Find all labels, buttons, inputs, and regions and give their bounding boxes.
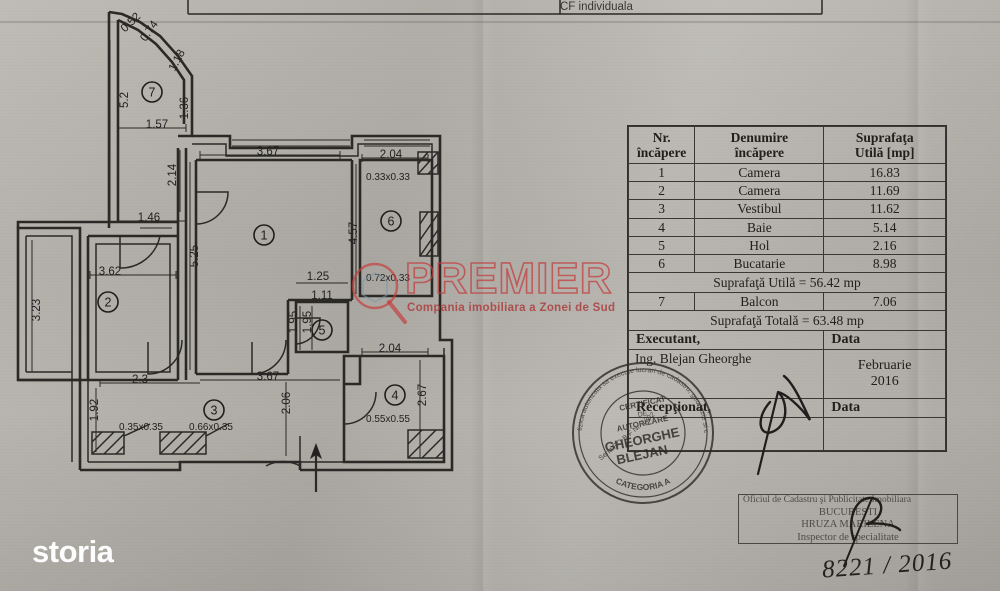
total-row: Suprafaţă Totală = 63.48 mp <box>628 310 946 332</box>
cell-area: 11.62 <box>823 199 946 219</box>
dimension-label: 0.72x0.33 <box>366 273 410 284</box>
data-blank <box>823 416 946 451</box>
office-signature <box>843 496 902 567</box>
dimension-label: 3.62 <box>99 266 121 278</box>
room-marker-circle <box>141 81 163 103</box>
room-number-6: 6 <box>388 215 395 229</box>
data-label-1: Data <box>823 330 946 350</box>
dimension-label: 2.67 <box>417 384 429 406</box>
room-marker-circle <box>253 224 275 246</box>
room-marker-circle <box>311 319 333 341</box>
room-number-2: 2 <box>105 296 112 310</box>
executant-label: Executant, <box>627 330 825 350</box>
cell-area: 7.06 <box>823 291 946 312</box>
subtotal-text: Suprafaţă Utilă = 56.42 mp <box>628 271 946 293</box>
dimension-label: 2.3 <box>132 374 148 386</box>
room-number-7: 7 <box>149 86 156 100</box>
dimension-label: 0.66x0.35 <box>189 422 233 433</box>
cell-area: 16.83 <box>823 163 946 183</box>
dimension-label: 2.06 <box>281 392 293 414</box>
cell-name: Baie <box>694 217 825 237</box>
dimension-label: 3.23 <box>31 299 43 321</box>
dimension-label: 0.35x0.35 <box>119 422 163 433</box>
room-marker-circle <box>380 210 402 232</box>
room-number-3: 3 <box>211 404 218 418</box>
room-number-1: 1 <box>261 229 268 243</box>
cell-area: 11.69 <box>823 181 946 201</box>
room-number-4: 4 <box>392 389 399 403</box>
cell-area: 5.14 <box>823 217 946 237</box>
cell-name: Camera <box>694 181 825 201</box>
dimension-label: 0.33x0.33 <box>366 172 410 183</box>
dimension-label: 1.11 <box>311 290 333 302</box>
cell-name: Camera <box>694 163 825 183</box>
cell-nr: 3 <box>627 199 696 219</box>
dimension-label: 0.55x0.55 <box>366 414 410 425</box>
header-nr: Nr.încăpere <box>627 125 696 165</box>
room-number-5: 5 <box>319 324 326 338</box>
dimension-label: 1.18 <box>167 48 188 73</box>
cell-nr: 4 <box>627 217 696 237</box>
dimension-label: 1.46 <box>138 212 160 224</box>
room-marker-circle <box>384 384 406 406</box>
dimension-label: 2.14 <box>167 163 179 186</box>
cell-name: Vestibul <box>694 199 825 219</box>
subtotal-row: Suprafaţă Utilă = 56.42 mp <box>628 271 946 293</box>
cell-nr: 1 <box>627 163 696 183</box>
cell-name: Balcon <box>694 291 825 312</box>
cell-nr: 2 <box>627 181 696 201</box>
dimension-label: 1.57 <box>146 119 168 131</box>
dimension-label: 1.36 <box>179 97 191 119</box>
dimension-label: 1.92 <box>89 399 101 421</box>
room-marker-circle <box>203 399 225 421</box>
dimension-label: 5.2 <box>119 92 131 108</box>
dimension-label: 4.57 <box>348 222 360 244</box>
cell-nr: 6 <box>627 253 696 273</box>
cell-area: 8.98 <box>823 253 946 273</box>
cell-nr: 7 <box>627 291 696 312</box>
dimension-label: 1.25 <box>307 271 329 283</box>
dimension-label: 3.67 <box>257 371 279 383</box>
total-text: Suprafaţă Totală = 63.48 mp <box>628 310 946 332</box>
dimension-label: 1.95 <box>302 311 314 333</box>
executant-header-row: Executant, Data <box>627 330 946 350</box>
dimension-label: 3.67 <box>257 146 279 158</box>
svg-text:CF individuala: CF individuala <box>560 1 633 13</box>
entrance-arrow <box>310 443 322 492</box>
dimension-label: 2.04 <box>380 149 403 161</box>
executant-signature <box>756 374 812 476</box>
cell-area: 2.16 <box>823 235 946 255</box>
dimension-label: 1.95 <box>288 311 300 333</box>
dimension-label: 5.25 <box>189 245 201 267</box>
cell-name: Bucatarie <box>694 253 825 273</box>
dimension-label: 2.04 <box>379 343 402 355</box>
cell-name: Hol <box>694 235 825 255</box>
room-marker-circle <box>97 291 119 313</box>
cell-nr: 5 <box>627 235 696 255</box>
